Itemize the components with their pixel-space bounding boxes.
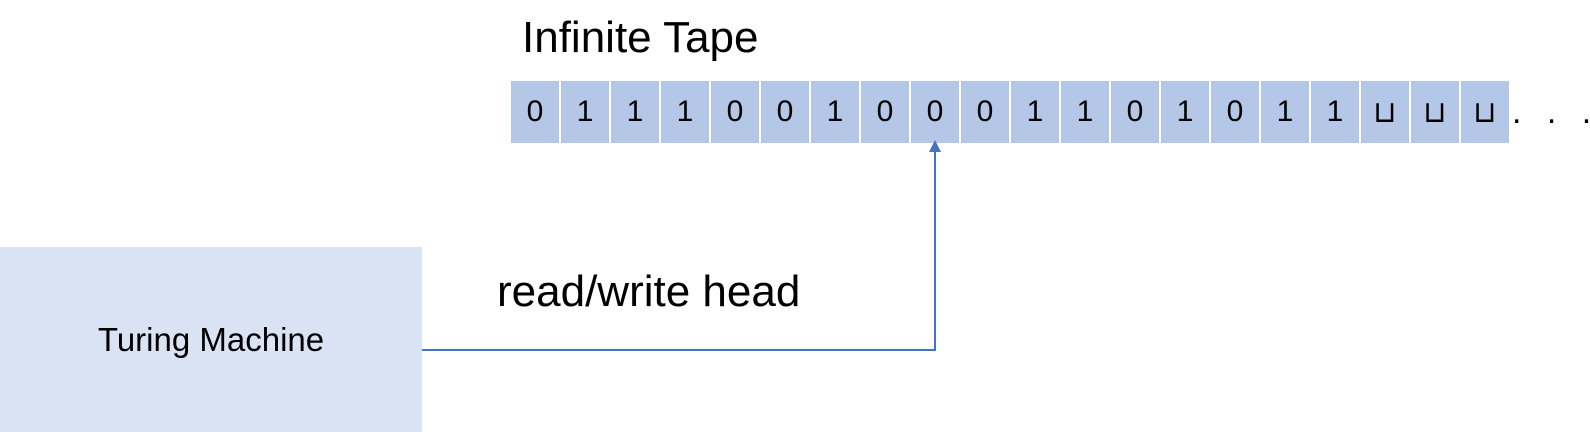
tape-cell: ⊔ <box>1361 81 1409 143</box>
turing-machine-label: Turing Machine <box>97 320 325 358</box>
head-label: read/write head <box>497 267 801 316</box>
tape-cell: 0 <box>511 81 559 143</box>
tape-cell: 1 <box>1161 81 1209 143</box>
tape-ellipsis: . . . <box>1512 93 1590 131</box>
tape-cell: 0 <box>961 81 1009 143</box>
tape-cell: 1 <box>1261 81 1309 143</box>
tape-cell: 1 <box>1311 81 1359 143</box>
tape-cell: 1 <box>661 81 709 143</box>
tape-cell: 0 <box>711 81 759 143</box>
tape-cell: 0 <box>1111 81 1159 143</box>
tape-cell: 0 <box>1211 81 1259 143</box>
tape-cell-head: 0 <box>911 81 959 143</box>
tape-cell: 0 <box>761 81 809 143</box>
head-connector-line <box>422 150 936 351</box>
tape-cell: 1 <box>1061 81 1109 143</box>
turing-machine-box: Turing Machine <box>0 247 422 432</box>
tape-title: Infinite Tape <box>522 13 759 62</box>
tape-cell: 1 <box>811 81 859 143</box>
tape-cell: 1 <box>561 81 609 143</box>
tape-cell: 1 <box>1011 81 1059 143</box>
tape-cell: 1 <box>611 81 659 143</box>
tape-cell: ⊔ <box>1461 81 1509 143</box>
tape-cell: ⊔ <box>1411 81 1459 143</box>
tape-cell: 0 <box>861 81 909 143</box>
